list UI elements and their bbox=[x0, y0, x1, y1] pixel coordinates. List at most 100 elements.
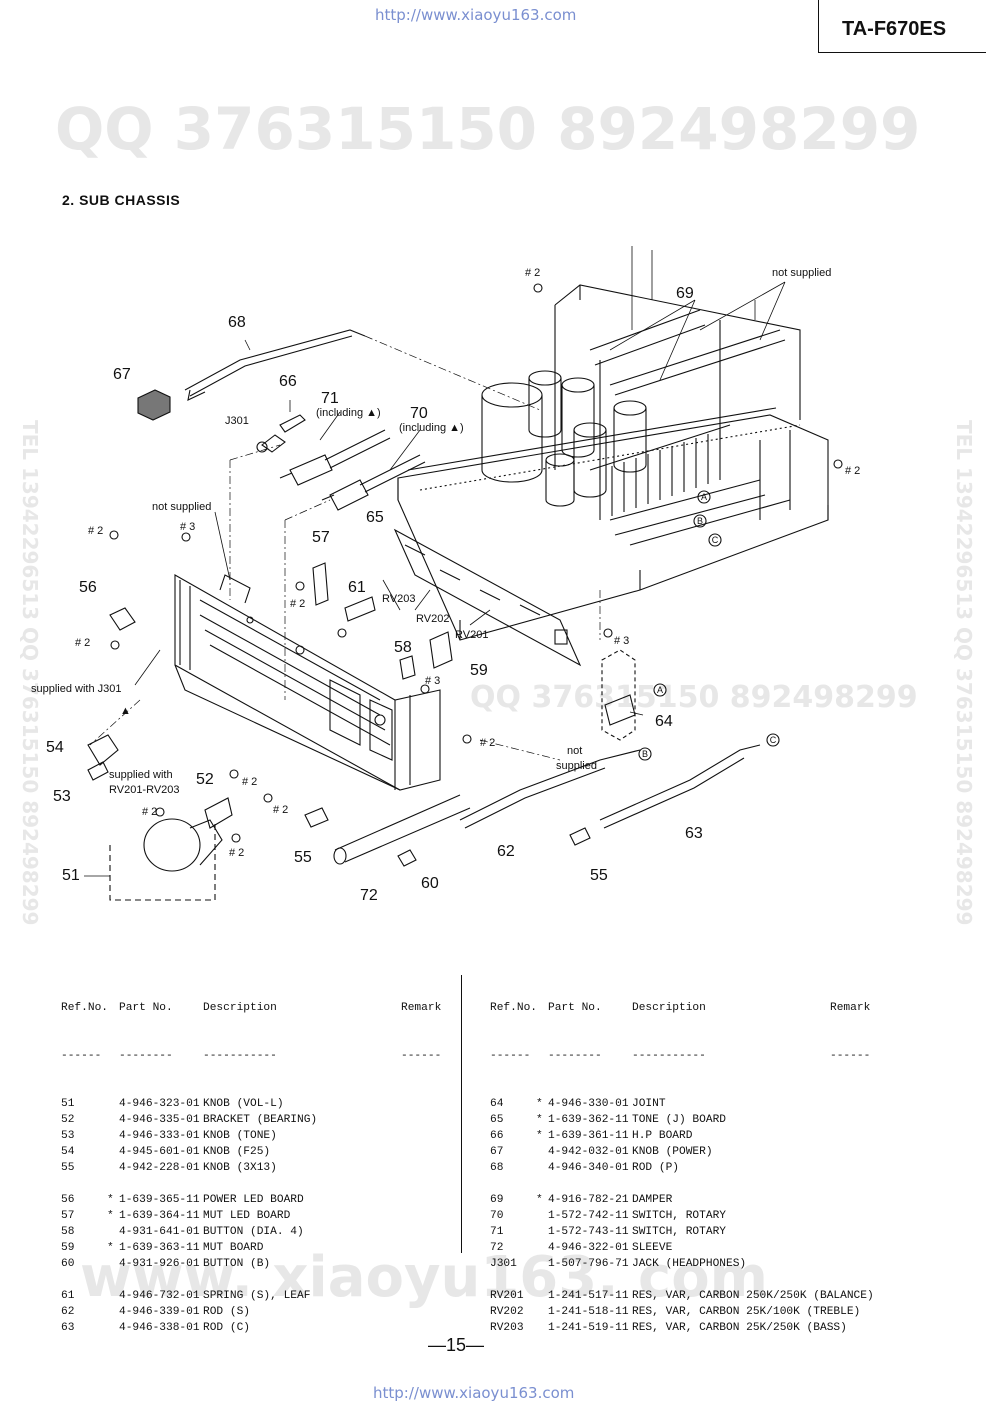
cell-desc: SPRING (S), LEAF bbox=[203, 1290, 311, 1302]
assembly-lines bbox=[89, 335, 601, 761]
cell-part: 4-946-340-01 bbox=[548, 1162, 629, 1174]
callout-55-right: 55 bbox=[590, 867, 608, 884]
cell-part: 4-931-926-01 bbox=[119, 1258, 200, 1270]
cell-desc: BUTTON (B) bbox=[203, 1258, 271, 1270]
cell-desc: JACK (HEADPHONES) bbox=[632, 1258, 747, 1270]
cell-mark bbox=[107, 1096, 119, 1112]
cell-part: 1-639-363-11 bbox=[119, 1242, 200, 1254]
cell-part: 4-946-322-01 bbox=[548, 1242, 629, 1254]
cell-ref: 58 bbox=[61, 1226, 75, 1238]
cell-desc: KNOB (F25) bbox=[203, 1146, 271, 1158]
cell-ref: 64 bbox=[490, 1098, 504, 1110]
cell-mark bbox=[107, 1288, 119, 1304]
col-desc-header: Description bbox=[632, 1002, 706, 1014]
dash-part: -------- bbox=[119, 1050, 173, 1062]
note-supplied-j301: supplied with J301 bbox=[31, 683, 122, 695]
switch-70 bbox=[321, 454, 426, 511]
cell-desc: MUT BOARD bbox=[203, 1242, 264, 1254]
cell-part: 1-639-362-11 bbox=[548, 1114, 629, 1126]
mut-board-59 bbox=[429, 631, 453, 669]
callout-69: 69 bbox=[676, 285, 694, 302]
cell-desc: BUTTON (DIA. 4) bbox=[203, 1226, 304, 1238]
cell-mark bbox=[107, 1112, 119, 1128]
header-divider-vertical bbox=[818, 0, 819, 52]
callout-64: 64 bbox=[655, 713, 673, 730]
table-dash-row: ------ -------- ----------- ------ bbox=[61, 1048, 523, 1064]
cell-ref: RV203 bbox=[490, 1322, 524, 1334]
cell-desc: H.P BOARD bbox=[632, 1130, 693, 1142]
marker-b-chassis: B bbox=[697, 516, 703, 526]
cell-desc: KNOB (POWER) bbox=[632, 1146, 713, 1158]
header-divider-horizontal bbox=[818, 52, 986, 53]
callout-55-left: 55 bbox=[294, 849, 312, 866]
cell-mark: * bbox=[536, 1130, 543, 1142]
cell-mark bbox=[536, 1208, 548, 1224]
table-divider bbox=[461, 975, 462, 1253]
knob-53 bbox=[87, 761, 109, 781]
callout-56: 56 bbox=[79, 579, 97, 596]
cell-mark bbox=[107, 1256, 119, 1272]
cell-mark: * bbox=[536, 1194, 543, 1206]
callout-68: 68 bbox=[228, 314, 246, 331]
callout-54: 54 bbox=[46, 739, 64, 756]
cell-desc: KNOB (3X13) bbox=[203, 1162, 277, 1174]
tone-board-65 bbox=[393, 528, 582, 667]
cell-part: 4-946-732-01 bbox=[119, 1290, 200, 1302]
bottom-url[interactable]: http://www.xiaoyu163.com bbox=[373, 1384, 575, 1402]
group-spacer bbox=[490, 1176, 952, 1192]
note-including-71: (including ▲) bbox=[316, 407, 381, 419]
cell-mark bbox=[536, 1224, 548, 1240]
screws bbox=[109, 283, 843, 843]
knob-55-right bbox=[569, 827, 591, 846]
watermark-qq-top: QQ 376315150 892498299 bbox=[55, 95, 921, 163]
col-remark-header: Remark bbox=[401, 1002, 442, 1014]
note-supplied: supplied bbox=[556, 760, 597, 772]
cell-part: 4-946-323-01 bbox=[119, 1098, 200, 1110]
mut-led-board-57 bbox=[312, 562, 329, 606]
cell-mark: * bbox=[536, 1098, 543, 1110]
top-url[interactable]: http://www.xiaoyu163.com bbox=[375, 6, 577, 24]
cell-mark bbox=[536, 1144, 548, 1160]
cell-mark: * bbox=[536, 1114, 543, 1126]
section-title: 2. SUB CHASSIS bbox=[62, 192, 181, 208]
cell-desc: SWITCH, ROTARY bbox=[632, 1210, 726, 1222]
marker-a-joint: A bbox=[657, 685, 663, 695]
cell-ref: 53 bbox=[61, 1130, 75, 1142]
jack-j301 bbox=[256, 414, 306, 453]
table-dash-row: ------ -------- ----------- ------ bbox=[490, 1048, 952, 1064]
dash-desc: ----------- bbox=[203, 1050, 277, 1062]
cell-mark bbox=[107, 1144, 119, 1160]
cell-mark bbox=[536, 1320, 548, 1336]
note-j301: J301 bbox=[225, 415, 249, 427]
callout-58: 58 bbox=[394, 639, 412, 656]
note-not-supplied-left: not supplied bbox=[152, 501, 211, 513]
cell-desc: SWITCH, ROTARY bbox=[632, 1226, 726, 1238]
cell-ref: 70 bbox=[490, 1210, 504, 1222]
main-chassis-frame bbox=[397, 284, 829, 641]
cell-ref: 71 bbox=[490, 1226, 504, 1238]
cell-ref: 65 bbox=[490, 1114, 504, 1126]
note-screw-2-57: # 2 bbox=[290, 598, 305, 610]
cell-desc: SLEEVE bbox=[632, 1242, 673, 1254]
cell-part: 1-241-517-11 bbox=[548, 1290, 629, 1302]
cell-ref: 63 bbox=[61, 1322, 75, 1334]
note-screw-2-top: # 2 bbox=[525, 267, 540, 279]
group-spacer bbox=[61, 1272, 523, 1288]
joint-64 bbox=[601, 649, 636, 741]
callout-65: 65 bbox=[366, 509, 384, 526]
note-screw-2-right: # 2 bbox=[845, 465, 860, 477]
callout-63: 63 bbox=[685, 825, 703, 842]
cell-ref: 59 bbox=[61, 1242, 75, 1254]
page-number: —15— bbox=[428, 1335, 485, 1355]
note-rv202: RV202 bbox=[416, 613, 449, 625]
